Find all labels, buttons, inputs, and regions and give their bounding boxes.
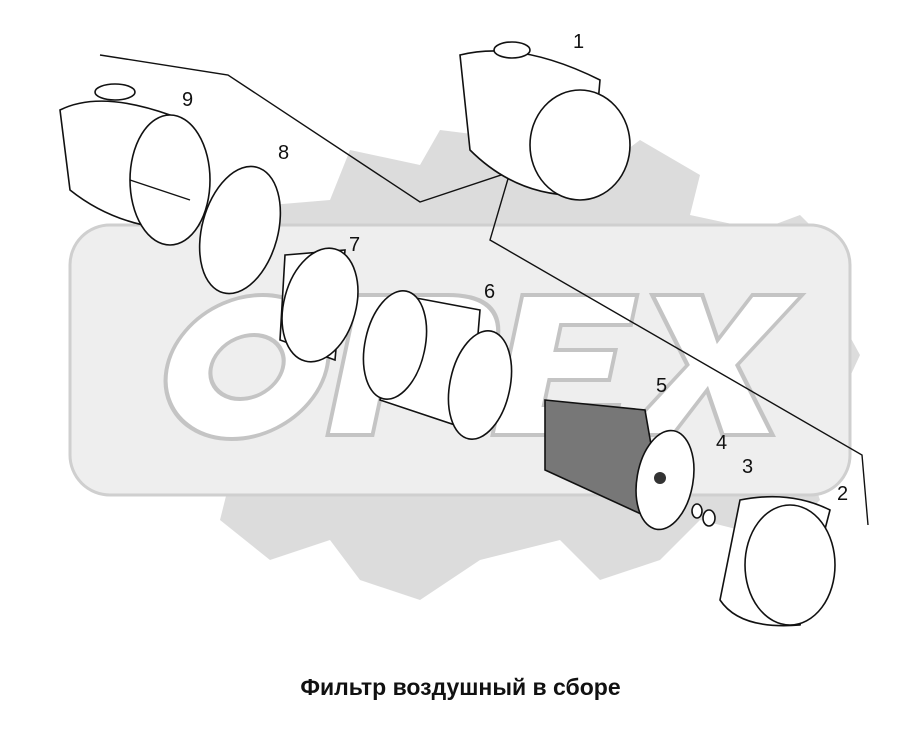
- part-label-2: 2: [837, 483, 848, 505]
- part-7-swirl-insert: [279, 247, 359, 363]
- part-label-4: 4: [716, 432, 727, 454]
- part-4-washer: [691, 503, 703, 519]
- part-label-8: 8: [278, 142, 289, 164]
- part-6-safety-element: [362, 290, 513, 440]
- part-8-seal-ring: [198, 165, 282, 295]
- part-9-housing: [59, 83, 211, 246]
- leader-line: [99, 54, 511, 203]
- part-label-5: 5: [656, 375, 667, 397]
- part-2-cover: [719, 495, 836, 627]
- part-1-air-filter-assembly: [459, 41, 631, 201]
- part-label-9: 9: [182, 89, 193, 111]
- part-5-filter-element: [544, 399, 695, 531]
- diagram-caption: Фильтр воздушный в сборе: [300, 674, 621, 700]
- part-label-6: 6: [484, 281, 495, 303]
- part-label-1: 1: [573, 31, 584, 53]
- part-label-7: 7: [349, 234, 360, 256]
- leader-line: [489, 171, 869, 526]
- part-3-nut: [702, 509, 716, 527]
- part-label-3: 3: [742, 456, 753, 478]
